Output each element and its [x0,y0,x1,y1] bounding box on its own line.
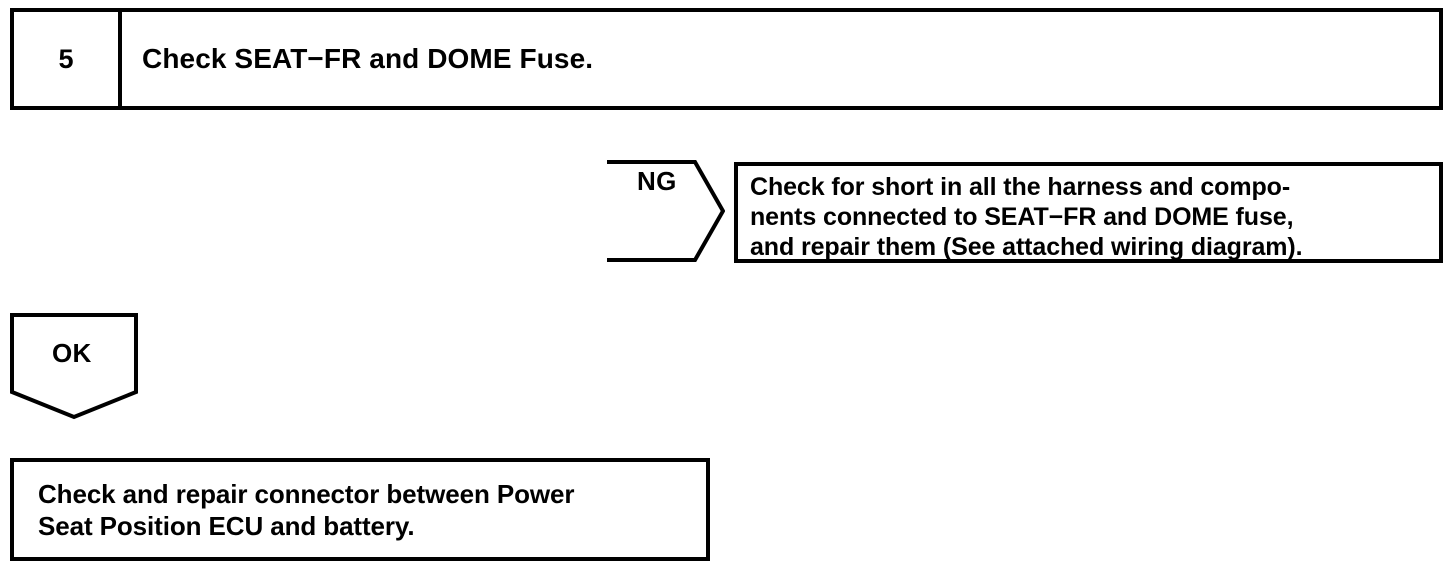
ok-branch-label: OK [52,338,92,368]
step-title: Check SEAT−FR and DOME Fuse. [142,43,594,75]
step-title-cell: Check SEAT−FR and DOME Fuse. [126,12,1439,106]
ok-result-line-2: Seat Position ECU and battery. [38,510,415,541]
ok-result-box: Check and repair connector between Power… [10,458,710,561]
ng-result-box: Check for short in all the harness and c… [734,162,1443,263]
ng-branch-label: NG [637,166,677,196]
ok-branch-arrow: OK [10,313,146,420]
ok-result-line-1: Check and repair connector between Power [38,478,575,509]
ng-arrow-shape [607,160,725,262]
ng-result-line-2: nents connected to SEAT−FR and DOME fuse… [750,203,1294,231]
step-number-cell: 5 [14,12,122,106]
step-header-box: 5 Check SEAT−FR and DOME Fuse. [10,8,1443,110]
ng-result-line-1: Check for short in all the harness and c… [750,173,1291,201]
ng-result-line-3: and repair them (See attached wiring dia… [750,233,1303,261]
ok-arrow-shape [10,313,138,420]
ng-branch-arrow: NG [607,160,725,262]
step-number: 5 [58,43,74,74]
